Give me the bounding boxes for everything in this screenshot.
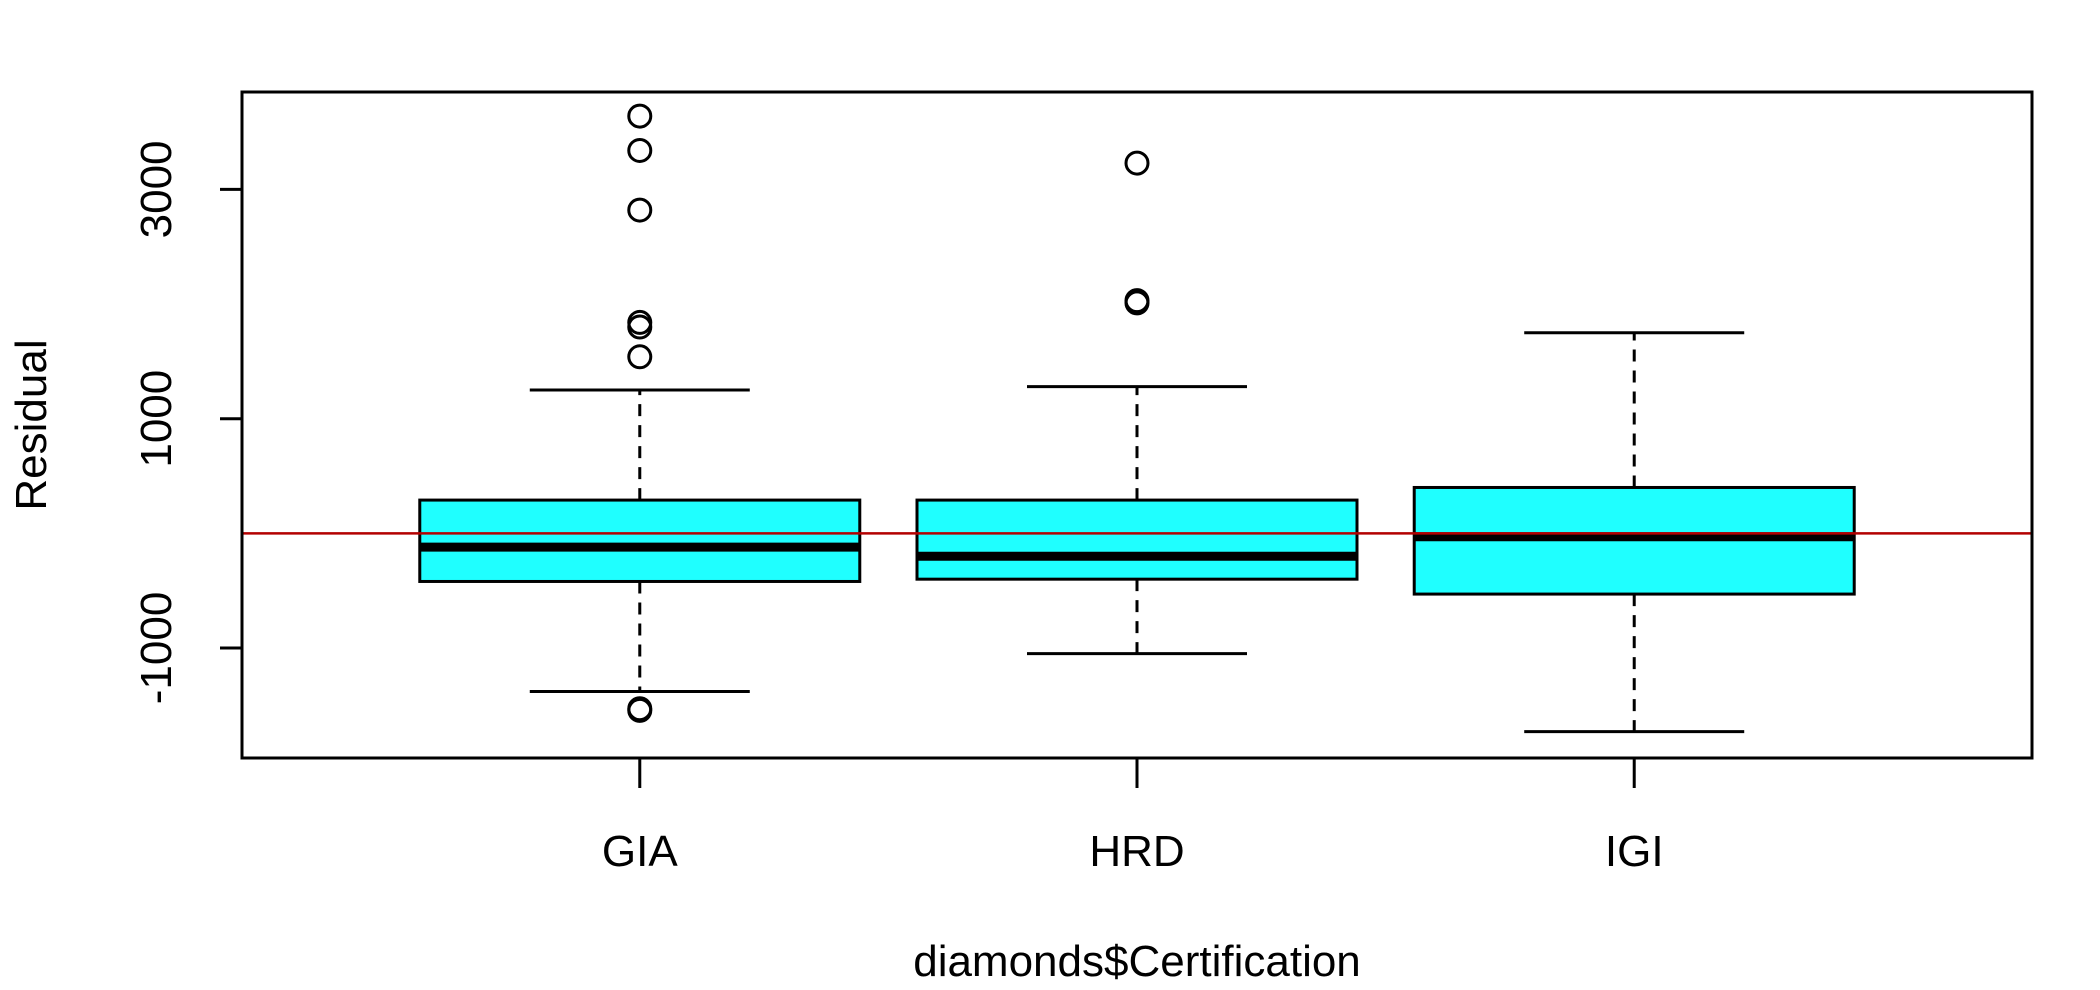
iqr-box (418, 498, 862, 583)
box-group-gia (418, 388, 862, 694)
y-tick-label: 1000 (132, 370, 181, 468)
y-tick-label: -1000 (132, 592, 181, 705)
outliers-layer (627, 103, 1150, 723)
x-axis-label: diamonds$Certification (913, 937, 1361, 986)
box-group-igi (1412, 331, 1856, 734)
outlier-point (1124, 290, 1150, 316)
y-tick-label: 3000 (132, 140, 181, 238)
x-tick-label: IGI (1605, 827, 1664, 876)
x-tick-label: GIA (602, 827, 678, 876)
outlier-point (1124, 150, 1150, 176)
outlier-point (627, 103, 653, 129)
x-axis: GIA HRD IGI (602, 758, 1664, 876)
box-group-hrd (915, 385, 1359, 656)
outlier-point (627, 197, 653, 223)
iqr-box (915, 498, 1359, 581)
y-axis: -1000 1000 3000 (132, 140, 242, 704)
boxes-layer (418, 331, 1856, 734)
plot-frame (240, 90, 2034, 760)
x-tick-label: HRD (1089, 827, 1184, 876)
outlier-point (627, 344, 653, 370)
y-axis-label: Residual (7, 339, 56, 510)
outlier-point (627, 137, 653, 163)
outlier-point (627, 314, 653, 340)
outlier-point (627, 697, 653, 723)
